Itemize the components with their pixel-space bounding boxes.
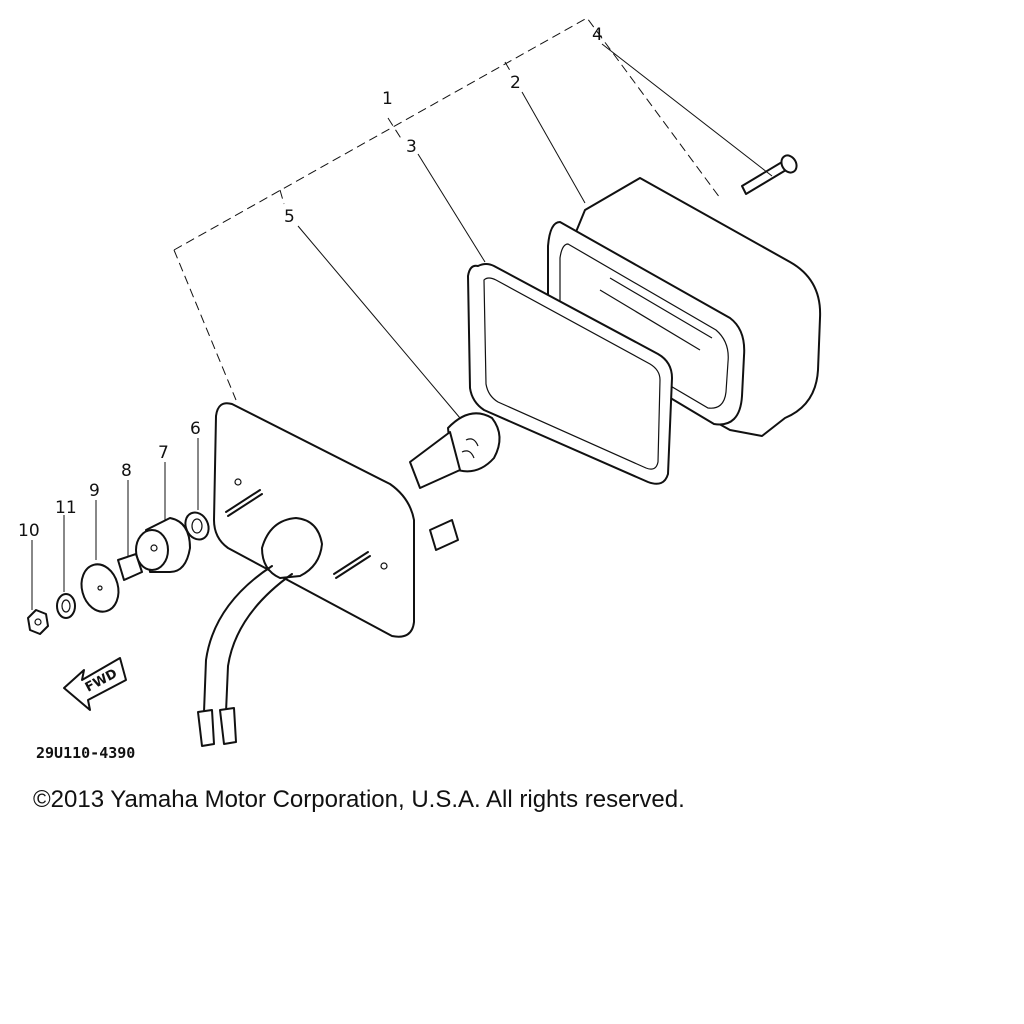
leader-lines <box>31 43 773 610</box>
callout-labels: 1 2 3 4 5 6 7 8 9 10 11 <box>18 25 603 541</box>
drawing-number: 29U110-4390 <box>36 744 135 762</box>
part-8-collar <box>117 553 143 581</box>
part-10-nut <box>27 609 49 635</box>
callout-2: 2 <box>510 73 521 93</box>
copyright-notice: ©2013 Yamaha Motor Corporation, U.S.A. A… <box>33 786 685 813</box>
callout-1: 1 <box>382 89 393 109</box>
callout-10: 10 <box>18 521 40 541</box>
wiring-harness <box>197 565 293 747</box>
part-3-gasket <box>467 263 673 485</box>
callout-4: 4 <box>592 25 603 45</box>
callout-11: 11 <box>55 498 77 518</box>
callout-3: 3 <box>406 137 417 157</box>
assembly-bracket <box>173 17 721 401</box>
part-5-bulb <box>409 412 501 489</box>
callout-6: 6 <box>190 419 201 439</box>
callout-9: 9 <box>89 481 100 501</box>
part-2-lens <box>546 177 822 437</box>
part-4-screw <box>741 154 798 195</box>
part-7-grommet <box>135 517 191 573</box>
part-1-base-plate <box>213 402 459 638</box>
callout-7: 7 <box>158 443 169 463</box>
part-11-lock-washer <box>56 593 76 619</box>
part-9-washer <box>80 563 120 613</box>
callout-5: 5 <box>284 207 295 227</box>
fwd-arrow: FWD <box>63 657 127 711</box>
callout-8: 8 <box>121 461 132 481</box>
